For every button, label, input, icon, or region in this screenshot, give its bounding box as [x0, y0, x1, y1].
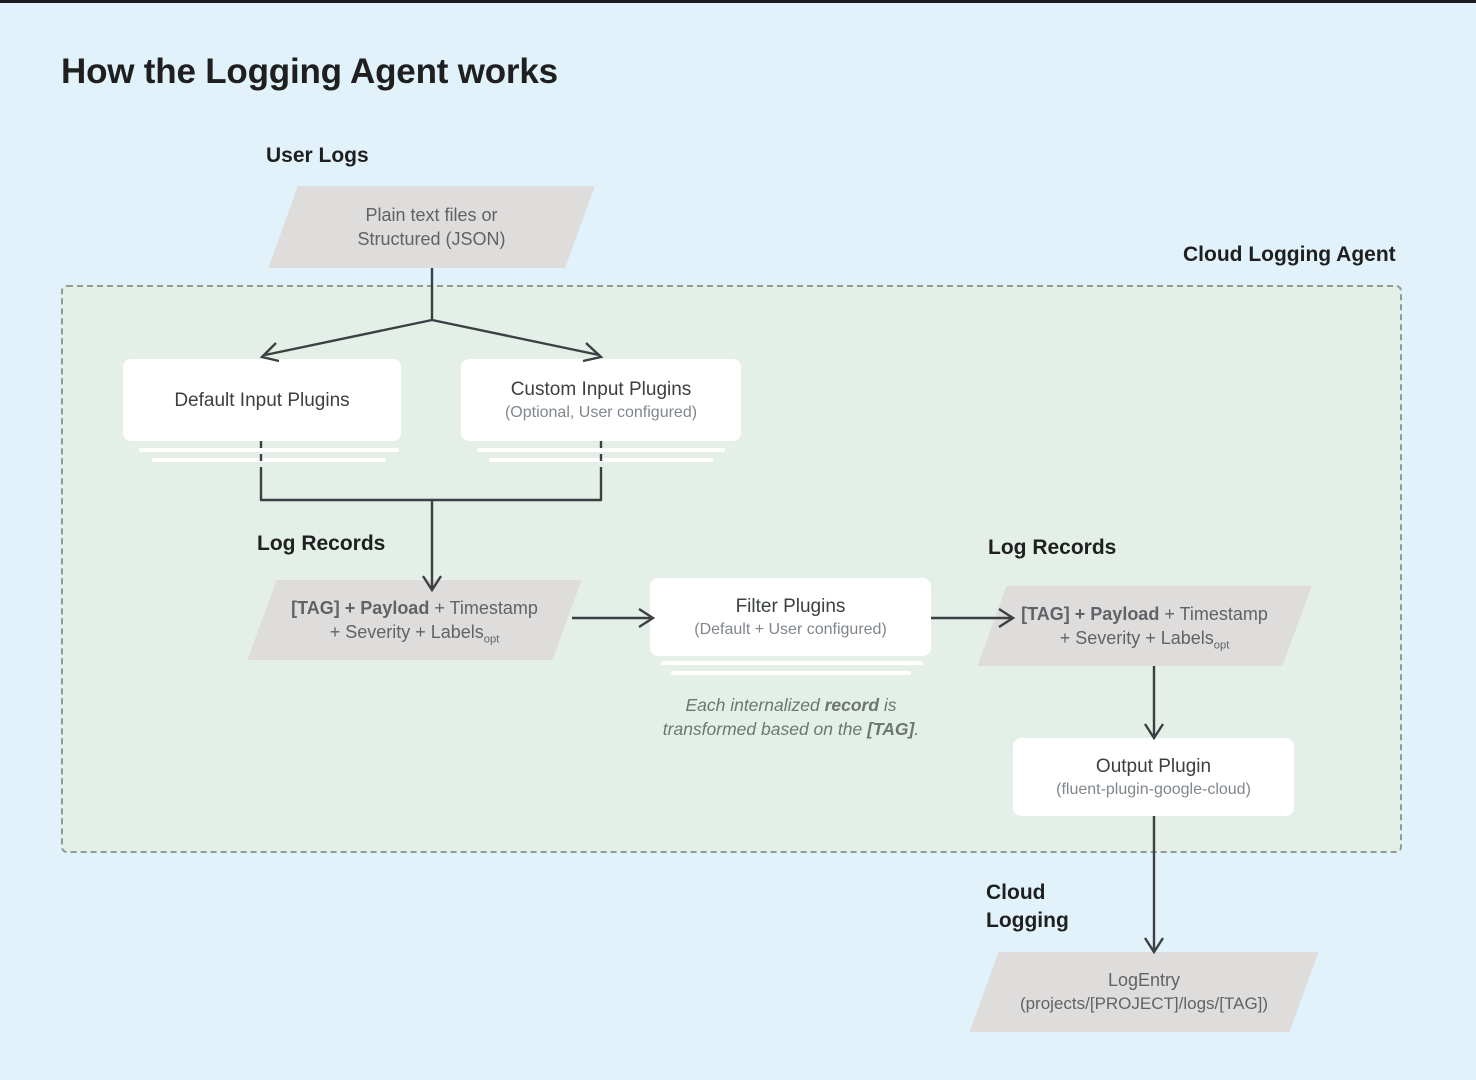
log-record-left-line-2: + Severity + Labelsopt: [329, 620, 500, 646]
filter-plugins-stack-strip-2: [671, 671, 911, 675]
filter-plugins-subtitle: (Default + User configured): [694, 620, 887, 638]
log-record-right-line-1: [TAG] + Payload + Timestamp: [1021, 602, 1268, 626]
user-logs-line-1: Plain text files or: [365, 205, 498, 225]
filter-plugins-stack-strip-1: [661, 661, 923, 665]
node-user-logs-source-text: Plain text files or Structured (JSON): [283, 186, 580, 268]
label-user-logs: User Logs: [266, 144, 369, 167]
node-default-input-plugins[interactable]: Default Input Plugins: [123, 359, 401, 441]
node-log-record-right-text: [TAG] + Payload + Timestamp + Severity +…: [992, 586, 1297, 666]
transform-note-line-1: Each internalized record is: [641, 693, 941, 717]
transform-note: Each internalized record is transformed …: [641, 693, 941, 741]
log-entry-title: LogEntry: [1107, 970, 1181, 990]
user-logs-line-2: Structured (JSON): [357, 229, 506, 249]
node-log-record-right: [TAG] + Payload + Timestamp + Severity +…: [977, 586, 1312, 666]
label-cloud-logging-agent: Cloud Logging Agent: [1183, 243, 1396, 266]
log-record-left-bold: [TAG] + Payload: [291, 598, 430, 618]
custom-input-plugins-title: Custom Input Plugins: [510, 378, 692, 400]
log-record-left-line-1: [TAG] + Payload + Timestamp: [291, 596, 538, 620]
log-record-right-line2-prefix: + Severity + Labels: [1059, 628, 1214, 648]
log-record-right-subscript: opt: [1213, 639, 1230, 652]
transform-note-1a: Each internalized: [685, 695, 825, 715]
output-plugin-title: Output Plugin: [1095, 755, 1212, 777]
top-edge-bar: [0, 0, 1476, 3]
transform-note-1c: is: [879, 695, 897, 715]
node-user-logs-source: Plain text files or Structured (JSON): [268, 186, 595, 268]
node-log-entry-text: LogEntry (projects/[PROJECT]/logs/[TAG]): [984, 952, 1304, 1032]
default-input-plugins-stack-strip-1: [139, 448, 399, 452]
node-log-record-left-text: [TAG] + Payload + Timestamp + Severity +…: [262, 580, 567, 660]
transform-note-line-2: transformed based on the [TAG].: [641, 717, 941, 741]
node-output-plugin[interactable]: Output Plugin (fluent-plugin-google-clou…: [1013, 738, 1294, 816]
default-input-plugins-title: Default Input Plugins: [174, 389, 350, 411]
label-cloud-logging: Cloud Logging: [986, 881, 1069, 932]
output-plugin-subtitle: (fluent-plugin-google-cloud): [1056, 780, 1251, 798]
log-record-left-line2-prefix: + Severity + Labels: [329, 622, 484, 642]
custom-input-plugins-subtitle: (Optional, User configured): [504, 403, 698, 421]
node-filter-plugins[interactable]: Filter Plugins (Default + User configure…: [650, 578, 931, 656]
transform-note-2a: transformed based on the: [662, 719, 868, 739]
label-log-records-right: Log Records: [988, 536, 1117, 559]
log-record-left-subscript: opt: [483, 633, 500, 646]
transform-note-1b: record: [824, 695, 880, 715]
log-record-right-line-2: + Severity + Labelsopt: [1059, 626, 1230, 652]
transform-note-2b: [TAG]: [867, 719, 915, 739]
log-record-right-rest: + Timestamp: [1159, 604, 1268, 624]
log-record-right-bold: [TAG] + Payload: [1021, 604, 1160, 624]
transform-note-2c: .: [914, 719, 920, 739]
node-log-entry: LogEntry (projects/[PROJECT]/logs/[TAG]): [969, 952, 1319, 1032]
node-custom-input-plugins[interactable]: Custom Input Plugins (Optional, User con…: [461, 359, 741, 441]
log-record-left-rest: + Timestamp: [429, 598, 538, 618]
default-input-plugins-stack-strip-2: [152, 458, 386, 462]
arrowhead-log-entry: [1143, 937, 1165, 955]
custom-input-plugins-stack-strip-1: [477, 448, 725, 452]
log-entry-subtitle: (projects/[PROJECT]/logs/[TAG]): [1019, 994, 1269, 1013]
page-title: How the Logging Agent works: [61, 52, 558, 91]
label-log-records-left: Log Records: [257, 532, 386, 555]
custom-input-plugins-stack-strip-2: [489, 458, 713, 462]
filter-plugins-title: Filter Plugins: [735, 595, 846, 617]
node-log-record-left: [TAG] + Payload + Timestamp + Severity +…: [247, 580, 582, 660]
